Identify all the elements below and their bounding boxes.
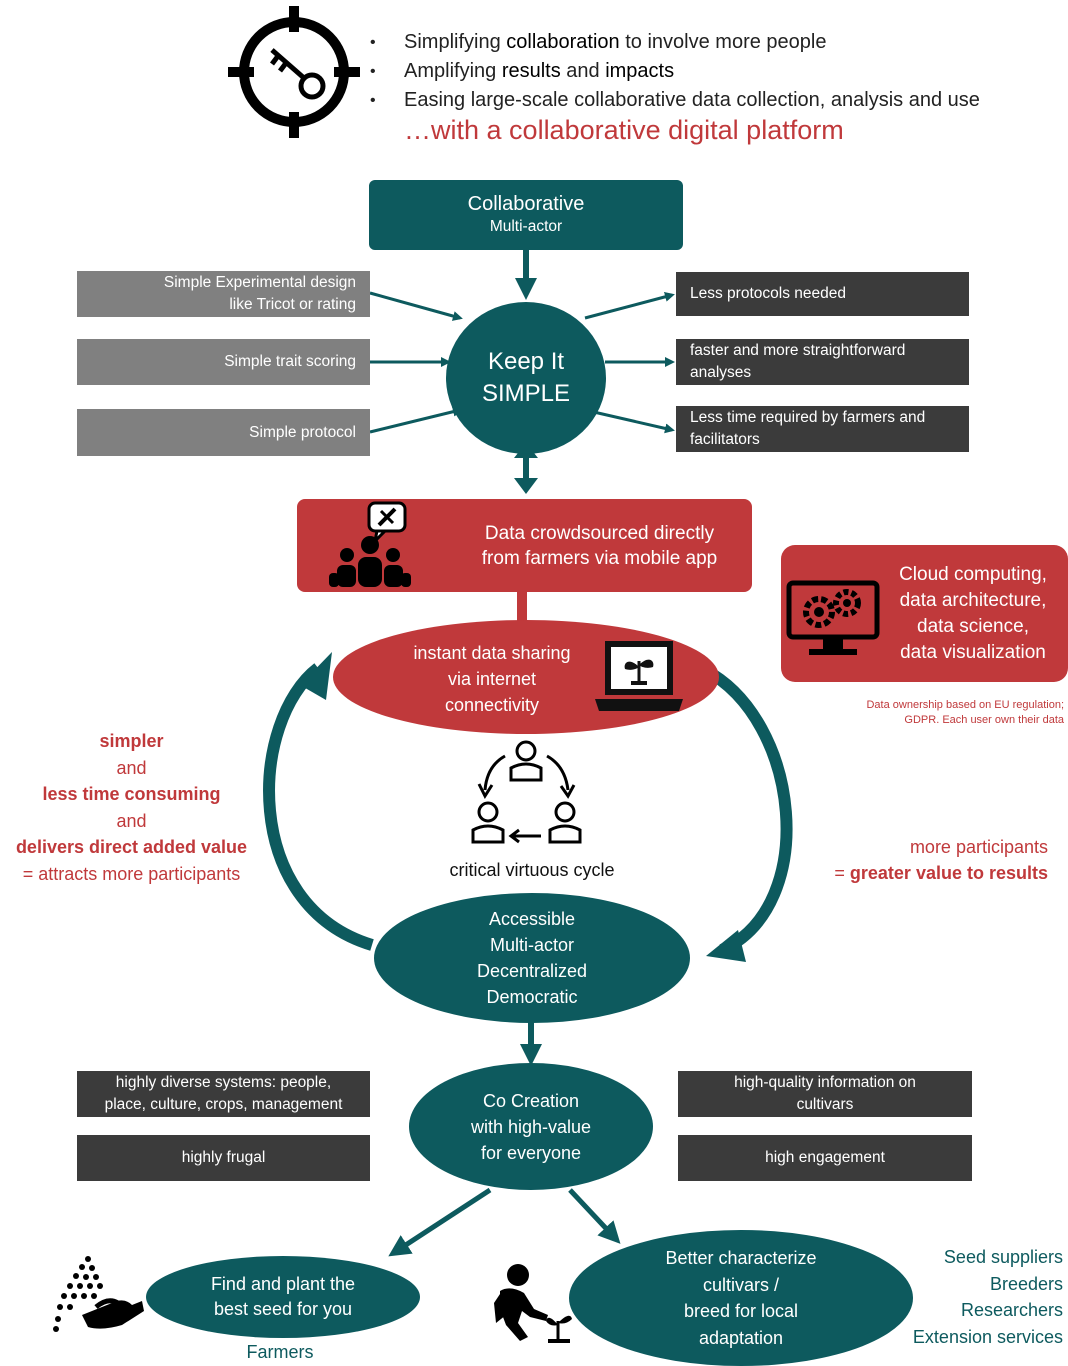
sharing-line2: via internet xyxy=(447,669,537,689)
cycle-arrow-right xyxy=(702,664,793,956)
intro-bullet-2: Amplifying results and impacts xyxy=(370,57,1064,86)
better-line1: Better characterize xyxy=(665,1248,817,1268)
better-line4: adaptation xyxy=(698,1327,784,1348)
connector-crowd-to-sharing xyxy=(517,592,527,628)
cycle-people-icon xyxy=(465,738,587,854)
cycle-arrowhead-left xyxy=(300,652,332,700)
collaborative-title: Collaborative xyxy=(467,193,585,215)
cloud-line1: Cloud computing, xyxy=(899,564,1047,585)
accessible-line4: Democratic xyxy=(486,987,578,1007)
protocol-box: Simple protocol xyxy=(77,409,370,456)
trait-scoring-box: Simple trait scoring xyxy=(77,339,370,385)
cloud-line2: data architecture, xyxy=(899,590,1047,611)
keep-simple-ellipse: Keep It SIMPLE xyxy=(446,302,606,454)
sharing-ellipse: instant data sharing via internet connec… xyxy=(333,620,719,734)
left-text-less-time: less time consuming xyxy=(42,784,221,804)
arrow-simple-to-time xyxy=(584,408,675,434)
crowdsourced-line1: Data crowdsourced directly xyxy=(484,523,715,544)
stakeholder-item: Extension services xyxy=(912,1326,1063,1347)
arrow-cocreation-to-farmers xyxy=(388,1187,492,1257)
platform-tagline: …with a collaborative digital platform xyxy=(404,115,844,145)
sharing-line1: instant data sharing xyxy=(413,643,571,663)
arrow-simple-to-protocols xyxy=(584,291,675,320)
stakeholder-item: Seed suppliers xyxy=(943,1247,1063,1267)
arrow-protocol-to-simple xyxy=(369,406,463,434)
frugal-box: highly frugal xyxy=(77,1135,370,1181)
cycle-label: critical virtuous cycle xyxy=(449,860,615,880)
collaborative-box: Collaborative Multi-actor xyxy=(369,180,683,250)
accessible-line2: Multi-actor xyxy=(489,935,574,955)
stakeholder-item: Breeders xyxy=(989,1273,1063,1294)
collaborative-subtitle: Multi-actor xyxy=(489,218,563,235)
cocreation-line1: Co Creation xyxy=(482,1090,580,1111)
arrow-cocreation-to-breeders xyxy=(568,1188,621,1244)
less-protocols-box: Less protocols needed xyxy=(676,272,969,316)
farmers-label: Farmers xyxy=(246,1342,314,1362)
accessible-ellipse: Accessible Multi-actor Decentralized Dem… xyxy=(374,893,690,1023)
cocreation-line3: for everyone xyxy=(480,1142,582,1163)
cocreation-line2: with high-value xyxy=(470,1116,592,1137)
arrow-design-to-simple xyxy=(369,291,463,321)
right-text-value: = greater value to results xyxy=(834,863,1048,883)
cloud-line4: data visualization xyxy=(900,642,1046,663)
cocreation-ellipse: Co Creation with high-value for everyone xyxy=(409,1063,653,1190)
crowd-speech-icon xyxy=(329,501,411,589)
seeds-hand-icon xyxy=(52,1255,144,1333)
crowdsourced-line2: from farmers via mobile app xyxy=(481,548,718,569)
accessible-line1: Accessible xyxy=(488,909,576,929)
cloud-gear-monitor-icon xyxy=(785,579,881,659)
stakeholders-list: Seed suppliers Breeders Researchers Exte… xyxy=(880,1244,1063,1350)
cycle-arrow-left xyxy=(263,663,374,951)
find-seed-line2: best seed for you xyxy=(213,1299,353,1319)
left-text-attracts: = attracts more participants xyxy=(22,863,241,884)
gardener-icon xyxy=(492,1263,580,1343)
target-key-icon xyxy=(228,6,360,138)
laptop-plant-icon xyxy=(595,639,683,715)
find-seed-line1: Find and plant the xyxy=(210,1274,356,1294)
engagement-box: high engagement xyxy=(678,1135,972,1181)
find-seed-ellipse: Find and plant the best seed for you xyxy=(146,1256,420,1338)
crowdsourced-box: Data crowdsourced directly from farmers … xyxy=(297,499,752,592)
left-text-simpler: simpler xyxy=(99,731,164,751)
sharing-line3: connectivity xyxy=(444,695,540,715)
right-text-participants: more participants xyxy=(909,837,1048,857)
left-text-and-1: and xyxy=(116,757,147,778)
cloud-box: Cloud computing, data architecture, data… xyxy=(781,545,1068,682)
benefits-right-text: more participants = greater value to res… xyxy=(790,834,1048,886)
left-text-and-2: and xyxy=(116,810,147,831)
arrow-double-down xyxy=(514,478,538,494)
keep-simple-line2: SIMPLE xyxy=(481,380,571,407)
intro-bullet-1: Simplifying collaboration to involve mor… xyxy=(370,28,1064,57)
benefits-left-text: simpler and less time consuming and deli… xyxy=(0,728,263,887)
better-line3: breed for local xyxy=(683,1301,799,1321)
better-characterize-ellipse: Better characterize cultivars / breed fo… xyxy=(569,1230,913,1366)
stakeholder-item: Researchers xyxy=(960,1300,1063,1320)
ownership-note: Data ownership based on EU regulation; G… xyxy=(866,699,1064,726)
diverse-systems-box: highly diverse systems: people,place, cu… xyxy=(77,1071,370,1117)
intro-bullet-3: Easing large-scale collaborative data co… xyxy=(370,86,1064,115)
intro-bullets: Simplifying collaboration to involve mor… xyxy=(370,28,1064,115)
accessible-line3: Decentralized xyxy=(476,961,588,981)
keep-simple-line1: Keep It xyxy=(487,348,565,375)
better-line2: cultivars / xyxy=(702,1274,780,1295)
cloud-line3: data science, xyxy=(917,616,1029,637)
left-text-value: delivers direct added value xyxy=(15,837,248,857)
cycle-arrowhead-right xyxy=(706,930,746,962)
